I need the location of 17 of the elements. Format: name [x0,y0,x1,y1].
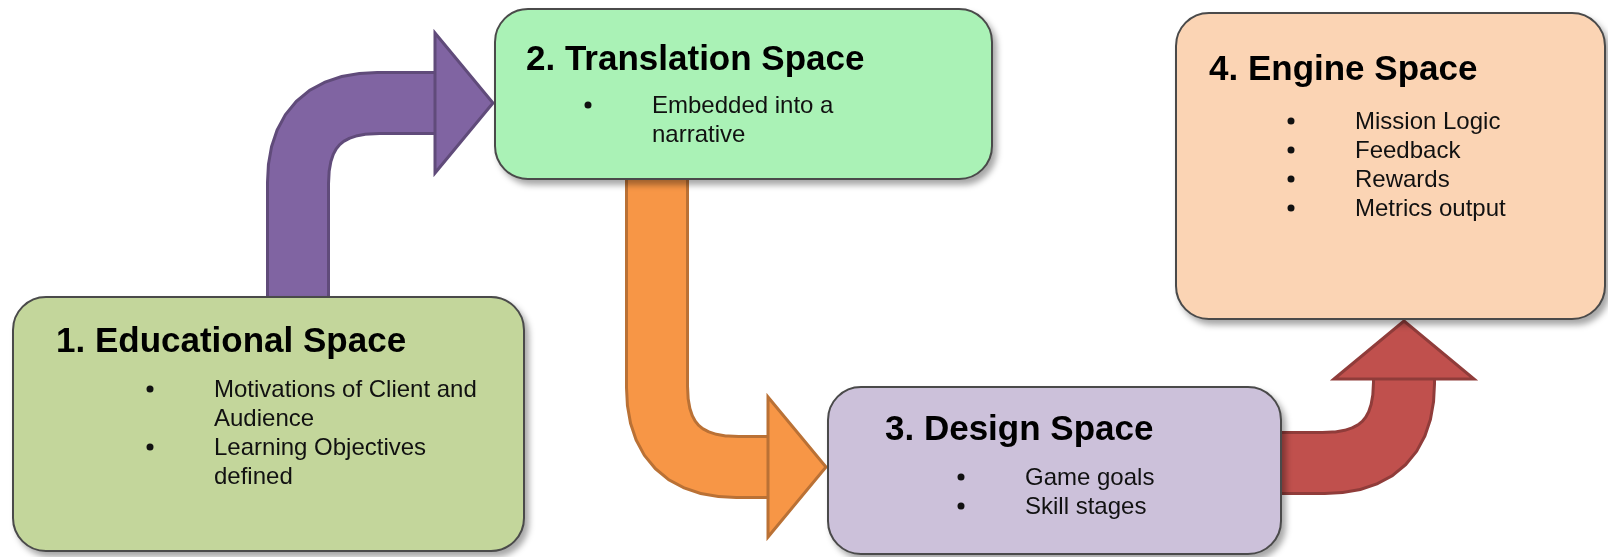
bullet-item: Rewards [1355,165,1450,192]
bullet-item: Game goals [1025,463,1155,490]
bullet-item: Learning Objectives defined [214,433,427,489]
process-box [12,296,525,552]
bullet-item: Mission Logic [1355,107,1501,134]
process-box [1175,12,1606,320]
bullet-item: Skill stages [1025,492,1147,519]
bullet-item: Feedback [1355,136,1461,163]
process-box [827,386,1282,555]
bullet-item: Motivations of Client and Audience [214,375,477,431]
bullet-item: Metrics output [1355,194,1506,221]
box-title: 1. Educational Space [56,320,407,360]
box-title: 3. Design Space [885,408,1154,448]
box-title: 2. Translation Space [526,38,865,78]
bullet-item: Embedded into a narrative [652,91,834,147]
box-title: 4. Engine Space [1209,48,1478,88]
process-box [494,8,993,180]
